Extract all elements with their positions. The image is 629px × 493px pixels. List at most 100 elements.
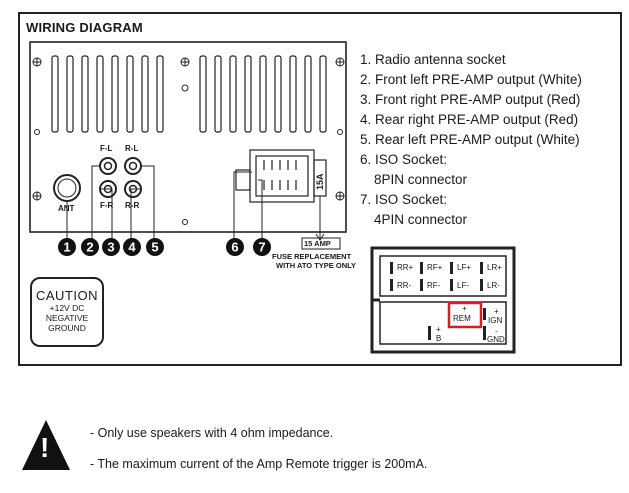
- pin-rem-sign: +: [462, 304, 467, 313]
- label-fuse-rating: 15A: [315, 173, 325, 190]
- callout-leaders: [66, 165, 325, 242]
- label-fuse-tag: 15 AMP: [304, 239, 331, 248]
- caution-line-2: NEGATIVE: [45, 313, 89, 323]
- pin-lr-plus: LR+: [487, 263, 502, 272]
- callout-bullet-7: [253, 238, 271, 256]
- vent-slot: [66, 55, 74, 133]
- fuse-note-line2: WITH ATO TYPE ONLY: [276, 261, 357, 270]
- pin-rr-plus: RR+: [397, 263, 414, 272]
- screw-icons: [32, 57, 345, 201]
- legend-item-4: 4. Rear right PRE-AMP output (Red): [360, 112, 579, 127]
- legend-item-5: 5. Rear left PRE-AMP output (White): [360, 132, 580, 147]
- label-ant: ANT: [58, 204, 75, 213]
- callout-bullet-6: [226, 238, 244, 256]
- iso-pin-bar: [420, 279, 423, 291]
- label-rl: R-L: [125, 144, 139, 153]
- vent-slot: [229, 55, 237, 133]
- pin-rf-plus: RF+: [427, 263, 443, 272]
- callout-bullet-3: [102, 238, 120, 256]
- caution-line-1: +12V DC: [49, 303, 85, 313]
- vent-slot: [111, 55, 119, 133]
- iso-pin-bar: [483, 326, 486, 340]
- caution-line-3: GROUND: [48, 323, 86, 333]
- iso-socket-block: [235, 149, 327, 203]
- vent-slot: [259, 55, 267, 133]
- vent-slot: [156, 55, 164, 133]
- vent-slot: [96, 55, 104, 133]
- vent-slot: [304, 55, 312, 133]
- head-unit-panel: [29, 41, 347, 233]
- fuse-note-line1: FUSE REPLACEMENT: [272, 252, 352, 261]
- vent-slot: [244, 55, 252, 133]
- pin-ign: IGN: [488, 316, 503, 325]
- legend-item-1: 1. Radio antenna socket: [360, 52, 506, 67]
- iso-pin-bars: [390, 262, 486, 340]
- callout-number-6: 6: [231, 240, 238, 255]
- pin-gnd-sign: -: [495, 327, 498, 336]
- pin-rr-minus: RR-: [397, 281, 412, 290]
- note-amp-remote: - The maximum current of the Amp Remote …: [90, 457, 428, 471]
- iso-pin-bar: [420, 262, 423, 274]
- callout-number-7: 7: [258, 240, 265, 255]
- callout-number-1: 1: [63, 240, 70, 255]
- legend-item-3: 3. Front right PRE-AMP output (Red): [360, 92, 581, 107]
- legend-item-6-sub: 8PIN connector: [374, 172, 468, 187]
- rem-highlight: [447, 301, 483, 329]
- legend-item-7-sub: 4PIN connector: [374, 212, 468, 227]
- mount-holes: [34, 84, 343, 225]
- vent-slot: [126, 55, 134, 133]
- vent-slot: [289, 55, 297, 133]
- callout-number-3: 3: [107, 240, 114, 255]
- note-impedance: - Only use speakers with 4 ohm impedance…: [90, 426, 334, 440]
- iso-pin-bar: [480, 279, 483, 291]
- diagram-title: WIRING DIAGRAM: [26, 20, 143, 35]
- vent-slot: [319, 55, 327, 133]
- fuse-tag-box: [301, 237, 341, 250]
- pin-gnd: GND: [487, 335, 505, 344]
- caution-box: CAUTION +12V DC NEGATIVE GROUND: [30, 277, 104, 347]
- pin-lf-minus: LF-: [457, 281, 469, 290]
- diagram-frame: [18, 12, 622, 366]
- pin-lf-plus: LF+: [457, 263, 472, 272]
- iso-pin-bar: [390, 279, 393, 291]
- vent-slot: [141, 55, 149, 133]
- pin-ign-sign: +: [494, 307, 499, 316]
- pin-rem: REM: [453, 314, 471, 323]
- callout-bullet-5: [146, 238, 164, 256]
- antenna-socket: [53, 174, 81, 202]
- iso-pin-bar: [450, 262, 453, 274]
- iso-pinout: [370, 246, 516, 354]
- iso-pin-bar: [450, 279, 453, 291]
- label-fr: F-R: [100, 201, 114, 210]
- label-rr: R-R: [125, 201, 140, 210]
- pin-b-sign: +: [436, 325, 441, 334]
- iso-pin-bar: [480, 262, 483, 274]
- pin-b: B: [436, 334, 442, 343]
- label-fl: F-L: [100, 144, 113, 153]
- callout-bullet-1: [58, 238, 76, 256]
- callout-bullet-2: [81, 238, 99, 256]
- vent-slots: [51, 55, 327, 133]
- callout-number-2: 2: [86, 240, 93, 255]
- callout-number-4: 4: [128, 240, 136, 255]
- pin-rf-minus: RF-: [427, 281, 441, 290]
- legend-item-7: 7. ISO Socket:: [360, 192, 448, 207]
- caution-title: CAUTION: [36, 288, 98, 303]
- iso-pin-bar: [428, 326, 431, 340]
- vent-slot: [51, 55, 59, 133]
- callout-bullet-4: [123, 238, 141, 256]
- vent-slot: [274, 55, 282, 133]
- pin-lr-minus: LR-: [487, 281, 500, 290]
- warning-exclamation: !: [40, 432, 50, 463]
- callout-number-5: 5: [151, 240, 158, 255]
- iso-pin-bar: [390, 262, 393, 274]
- iso-pin-bar: [483, 308, 486, 320]
- vent-slot: [214, 55, 222, 133]
- rca-jacks: [99, 157, 142, 198]
- vent-slot: [81, 55, 89, 133]
- legend-item-6: 6. ISO Socket:: [360, 152, 448, 167]
- legend-item-2: 2. Front left PRE-AMP output (White): [360, 72, 582, 87]
- warning-icon: [22, 420, 70, 470]
